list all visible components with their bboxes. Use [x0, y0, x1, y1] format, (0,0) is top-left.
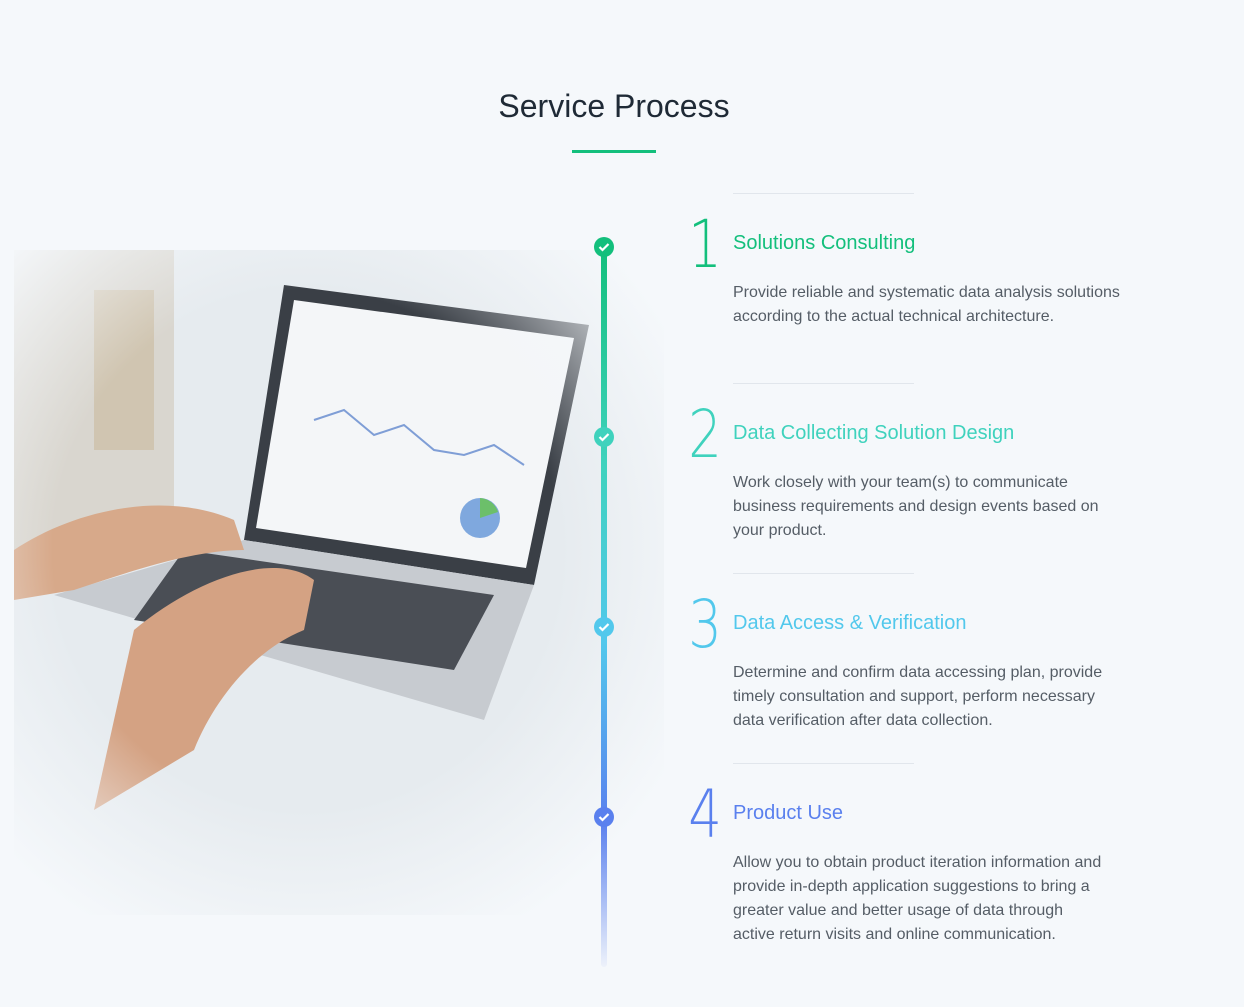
step-1-check-icon	[594, 237, 614, 257]
title-underline	[572, 150, 656, 153]
divider	[733, 193, 914, 194]
timeline-line	[601, 247, 607, 967]
divider	[733, 383, 914, 384]
step-title: Product Use	[733, 802, 844, 824]
step-number: 3	[688, 586, 722, 663]
divider	[733, 763, 914, 764]
step-description: Allow you to obtain product iteration in…	[733, 854, 1102, 943]
step-description: Provide reliable and systematic data ana…	[733, 284, 1120, 325]
step-title: Data Collecting Solution Design	[733, 422, 1015, 444]
step-2-check-icon	[594, 427, 614, 447]
step-description: Determine and confirm data accessing pla…	[733, 664, 1103, 729]
step-number: 4	[688, 776, 722, 853]
divider	[733, 573, 914, 574]
laptop-photo	[14, 250, 664, 915]
step-number: 2	[688, 396, 722, 473]
step-number: 1	[688, 206, 722, 283]
step-4-check-icon	[594, 807, 614, 827]
step-title: Data Access & Verification	[733, 612, 967, 634]
page-title: Service Process	[498, 88, 730, 124]
step-3-check-icon	[594, 617, 614, 637]
step-title: Solutions Consulting	[733, 232, 916, 254]
step-description: Work closely with your team(s) to commun…	[733, 474, 1099, 539]
